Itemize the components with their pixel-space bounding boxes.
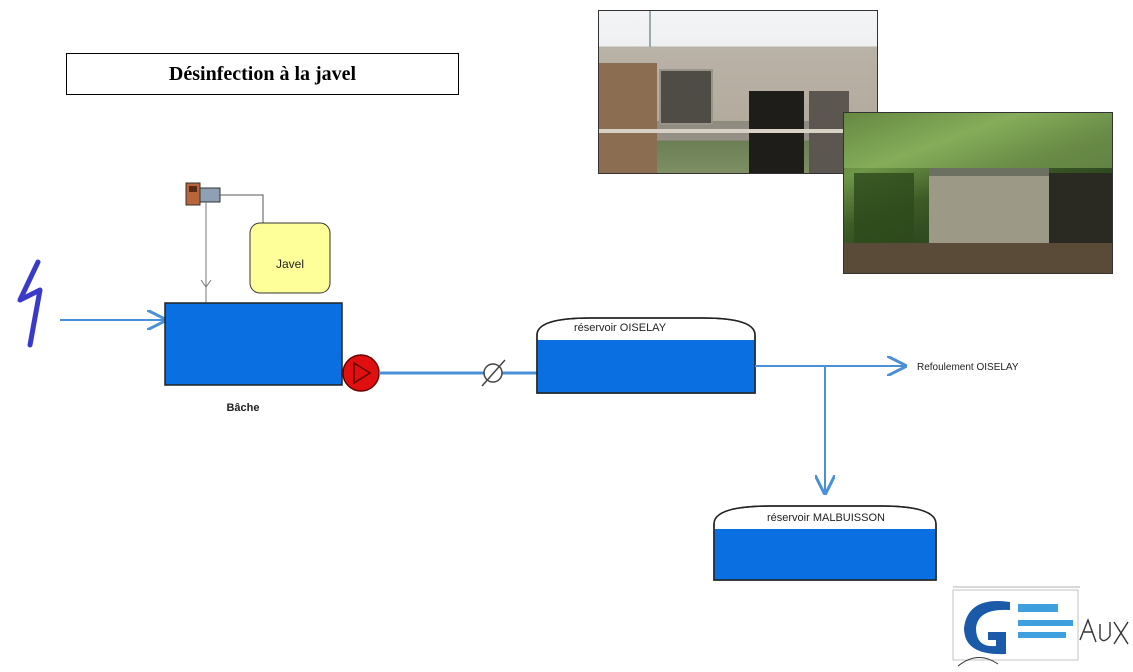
reservoir-malbuisson-label: réservoir MALBUISSON xyxy=(767,512,885,524)
company-logo xyxy=(948,580,1133,667)
pumping-station-photo xyxy=(598,10,878,174)
valve-icon xyxy=(481,359,506,387)
dosing-pump-icon xyxy=(185,182,221,206)
water-source-icon xyxy=(17,259,43,348)
bache-tank xyxy=(164,302,343,386)
diagram-title: Désinfection à la javel xyxy=(66,53,459,95)
pump-icon xyxy=(342,354,380,392)
javel-feed-line xyxy=(220,194,264,225)
reservoir-malbuisson xyxy=(713,505,937,581)
javel-tank xyxy=(249,222,331,294)
bache-label: Bâche xyxy=(226,402,259,414)
javel-label: Javel xyxy=(276,257,304,271)
reservoir-photo xyxy=(843,112,1113,274)
reservoir-oiselay-label: réservoir OISELAY xyxy=(574,322,667,334)
refoulement-label: Refoulement OISELAY xyxy=(917,362,1019,373)
logo-mark-icon xyxy=(948,580,1133,667)
reservoir-oiselay xyxy=(536,317,756,394)
